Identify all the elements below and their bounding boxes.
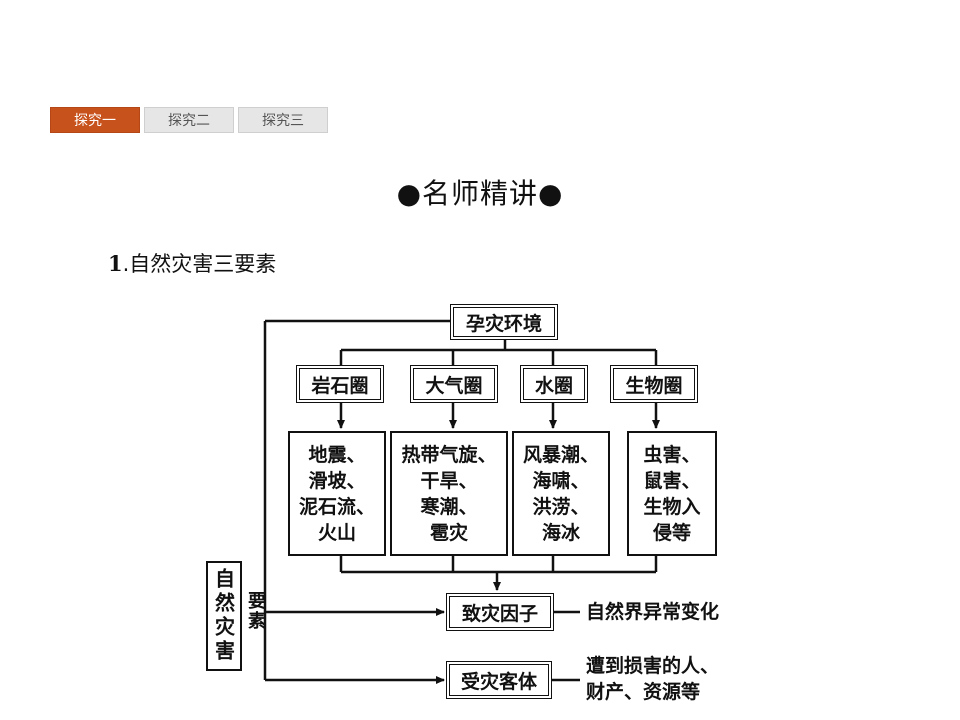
tab-inquiry-1[interactable]: 探究一: [50, 107, 140, 133]
tab-inquiry-2[interactable]: 探究二: [144, 107, 234, 133]
section-number: 1: [108, 251, 123, 276]
tab-bar: 探究一 探究二 探究三: [50, 107, 328, 133]
page-title: ●名师精讲●: [396, 177, 564, 210]
diagram-box-geologic-hazards: 地震、 滑坡、 泥石流、 火山: [288, 431, 386, 556]
diagram-box-biological-hazards: 虫害、 鼠害、 生物入 侵等: [627, 431, 717, 556]
body-note: 遭到损害的人、 财产、资源等: [586, 655, 720, 703]
diagram-box-natural-disaster: 自然灾害: [206, 561, 242, 671]
section-heading-text: .自然灾害三要素: [122, 252, 277, 276]
diagram-box-lithosphere: 岩石圈: [296, 365, 384, 403]
diagram-box-hydrosphere: 水圈: [520, 365, 588, 403]
diagram-box-disaster-factor: 致灾因子: [446, 593, 554, 631]
section-heading: 1.自然灾害三要素: [108, 248, 276, 278]
diagram-box-marine-hazards: 风暴潮、 海啸、 洪涝、 海冰: [512, 431, 610, 556]
tab-inquiry-3[interactable]: 探究三: [238, 107, 328, 133]
diagram-box-disaster-body: 受灾客体: [446, 661, 552, 699]
diagram-box-atmosphere: 大气圈: [410, 365, 498, 403]
diagram-box-biosphere: 生物圈: [610, 365, 698, 403]
factor-note: 自然界异常变化: [586, 601, 720, 623]
diagram-box-meteorological-hazards: 热带气旋、 干旱、 寒潮、 雹灾: [390, 431, 508, 556]
diagram-box-hazard-environment: 孕灾环境: [450, 304, 558, 340]
elements-label: 要素: [245, 591, 266, 631]
